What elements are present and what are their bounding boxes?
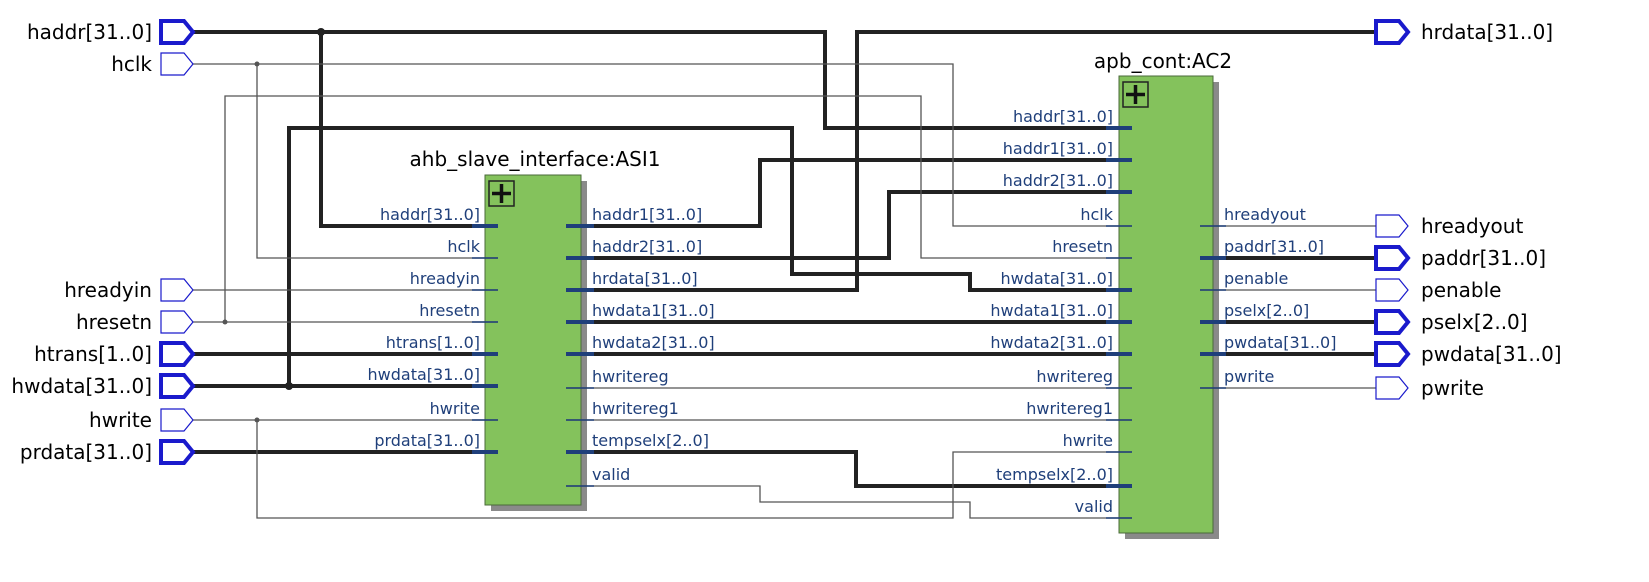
ac-pin-out: pwrite	[1224, 367, 1274, 386]
output-label-pwrite: pwrite	[1421, 376, 1484, 400]
input-port-hresetn[interactable]	[160, 310, 194, 334]
ac-pin-in: hwritereg1	[1026, 399, 1113, 418]
asi-pin-out: haddr2[31..0]	[592, 237, 702, 256]
asi-pin-in: hclk	[447, 237, 480, 256]
asi-pin-out: valid	[592, 465, 630, 484]
asi-pin-out: hwritereg1	[592, 399, 679, 418]
ac-pin-out: pwdata[31..0]	[1224, 333, 1336, 352]
asi-pin-out: hwritereg	[592, 367, 669, 386]
output-port-hreadyout[interactable]	[1375, 214, 1409, 238]
pin-stubs	[472, 126, 1226, 519]
output-port-paddr[interactable]	[1374, 245, 1411, 271]
asi-pin-in: haddr[31..0]	[380, 205, 480, 224]
ac-pin-in: hwrite	[1063, 431, 1113, 450]
ac-pin-in: haddr1[31..0]	[1003, 139, 1113, 158]
wires	[193, 28, 1376, 519]
ac-pin-in: hclk	[1080, 205, 1113, 224]
output-label-hreadyout: hreadyout	[1421, 214, 1523, 238]
input-port-haddr[interactable]	[159, 19, 196, 45]
asi-block[interactable]	[484, 174, 582, 506]
asi-block-title: ahb_slave_interface:ASI1	[410, 147, 661, 171]
ac-pin-in: hresetn	[1052, 237, 1113, 256]
ac-pin-in: hwdata[31..0]	[1001, 269, 1113, 288]
input-port-prdata[interactable]	[159, 439, 196, 465]
asi-pin-in: prdata[31..0]	[374, 431, 480, 450]
asi-pin-in: hreadyin	[410, 269, 480, 288]
input-label-hresetn: hresetn	[76, 310, 152, 334]
input-port-hwdata[interactable]	[159, 373, 196, 399]
asi-pin-out: hwdata2[31..0]	[592, 333, 715, 352]
asi-pin-in: hwdata[31..0]	[368, 365, 480, 384]
asi-pin-out: hwdata1[31..0]	[592, 301, 715, 320]
output-label-paddr: paddr[31..0]	[1421, 246, 1546, 270]
asi-pin-in: htrans[1..0]	[386, 333, 480, 352]
input-port-hclk[interactable]	[160, 52, 194, 76]
asi-pin-in: hwrite	[430, 399, 480, 418]
input-label-htrans: htrans[1..0]	[34, 342, 152, 366]
output-label-penable: penable	[1421, 278, 1502, 302]
ac-block[interactable]	[1118, 75, 1214, 534]
ac-pin-in: hwdata1[31..0]	[990, 301, 1113, 320]
input-label-haddr: haddr[31..0]	[27, 20, 152, 44]
ac-pin-in: haddr2[31..0]	[1003, 171, 1113, 190]
ac-pin-out: pselx[2..0]	[1224, 301, 1309, 320]
input-port-htrans[interactable]	[159, 341, 196, 367]
asi-pin-out: haddr1[31..0]	[592, 205, 702, 224]
ac-expand-plus-icon[interactable]	[1122, 81, 1149, 108]
input-label-hclk: hclk	[111, 52, 152, 76]
output-label-pselx: pselx[2..0]	[1421, 310, 1528, 334]
output-port-penable[interactable]	[1375, 278, 1409, 302]
input-label-hwdata: hwdata[31..0]	[11, 374, 152, 398]
ac-pin-in: tempselx[2..0]	[996, 465, 1113, 484]
ac-pin-out: penable	[1224, 269, 1288, 288]
input-label-hwrite: hwrite	[89, 408, 152, 432]
ac-pin-in: haddr[31..0]	[1013, 107, 1113, 126]
input-label-prdata: prdata[31..0]	[20, 440, 152, 464]
output-label-pwdata: pwdata[31..0]	[1421, 342, 1562, 366]
ac-pin-in: hwritereg	[1036, 367, 1113, 386]
asi-expand-plus-icon[interactable]	[488, 180, 515, 207]
input-port-hwrite[interactable]	[160, 408, 194, 432]
ac-pin-in: valid	[1075, 497, 1113, 516]
ac-pin-out: paddr[31..0]	[1224, 237, 1324, 256]
output-port-pwdata[interactable]	[1374, 341, 1411, 367]
input-label-hreadyin: hreadyin	[64, 278, 152, 302]
asi-pin-out: hrdata[31..0]	[592, 269, 698, 288]
output-port-hrdata[interactable]	[1374, 19, 1411, 45]
ac-block-title: apb_cont:AC2	[1094, 49, 1232, 73]
input-port-hreadyin[interactable]	[160, 278, 194, 302]
ac-pin-out: hreadyout	[1224, 205, 1306, 224]
output-label-hrdata: hrdata[31..0]	[1421, 20, 1553, 44]
asi-pin-in: hresetn	[419, 301, 480, 320]
output-port-pwrite[interactable]	[1375, 376, 1409, 400]
ac-pin-in: hwdata2[31..0]	[990, 333, 1113, 352]
output-port-pselx[interactable]	[1374, 309, 1411, 335]
asi-pin-out: tempselx[2..0]	[592, 431, 709, 450]
